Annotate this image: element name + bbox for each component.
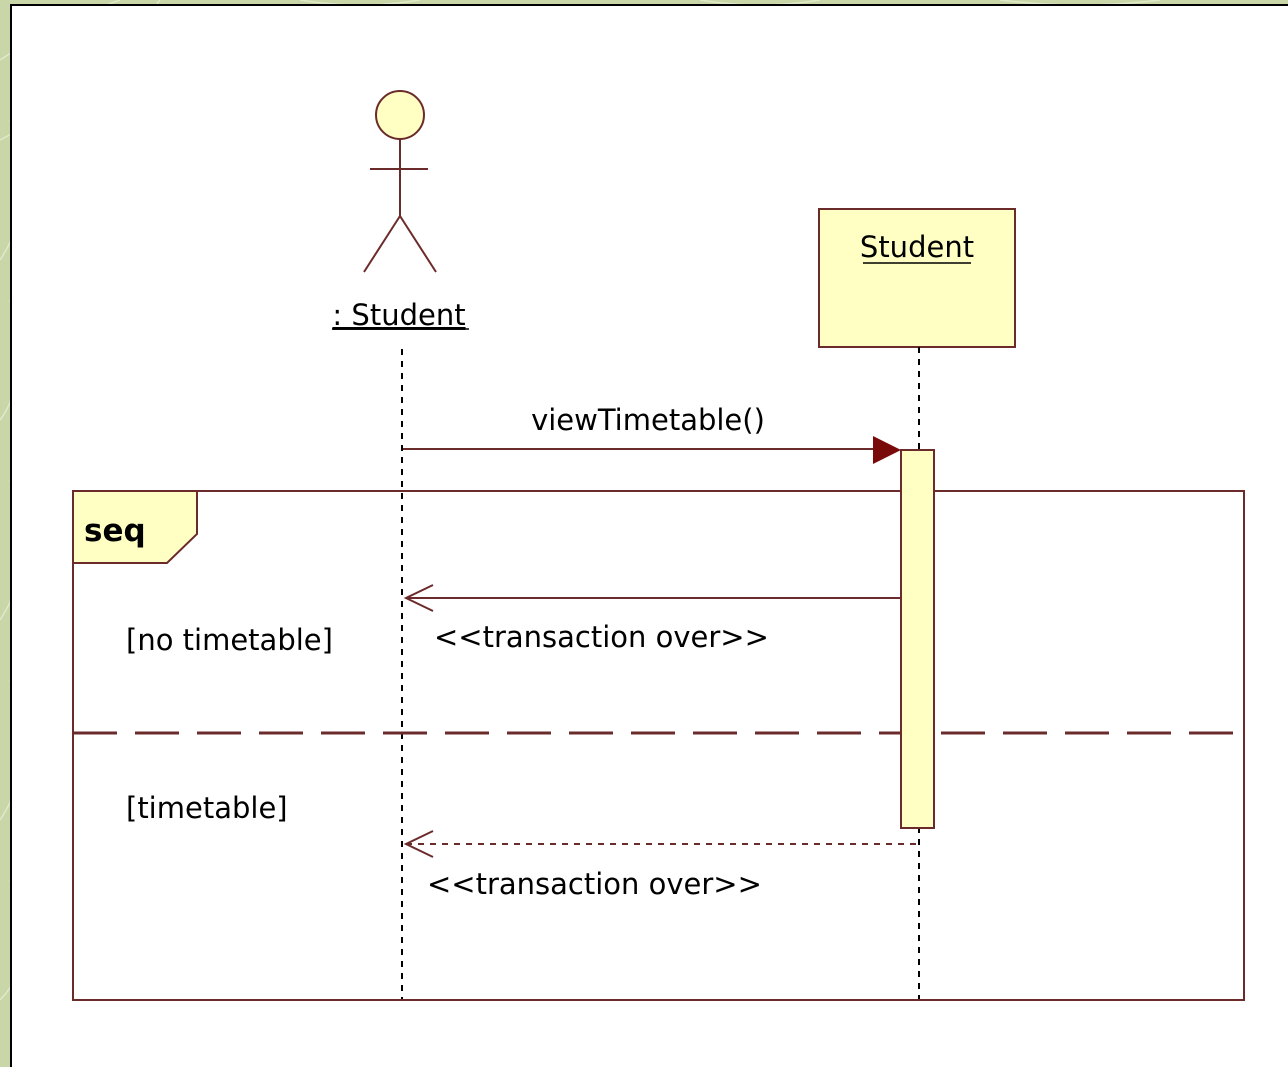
actor-figure[interactable] (363, 90, 437, 273)
call-message-label: viewTimetable() (531, 403, 765, 437)
guard-no-timetable: [no timetable] (126, 623, 333, 657)
fragment-operator-tab (72, 490, 198, 564)
call-arrowhead-icon (873, 436, 901, 464)
object-box[interactable] (818, 208, 1016, 348)
actor-left-leg (363, 215, 401, 273)
reply-1-label: <<transaction over>> (434, 620, 769, 654)
actor-head (375, 90, 425, 140)
reply-2-arrowhead-icon (403, 830, 434, 858)
fragment-operator: seq (84, 513, 146, 549)
actor-name: : Student (332, 298, 465, 332)
guard-timetable: [timetable] (126, 791, 288, 825)
activation-bar (900, 449, 935, 829)
reply-2-label: <<transaction over>> (427, 867, 762, 901)
object-name: Student (860, 230, 974, 264)
diagram-canvas: : Student Student seq viewTimetable() <<… (10, 4, 1288, 1067)
sequence-diagram: : Student Student seq viewTimetable() <<… (72, 90, 1245, 1001)
actor-right-leg (399, 215, 437, 273)
reply-1-arrowhead-icon (403, 584, 434, 612)
fragment-frame (72, 490, 1245, 1001)
